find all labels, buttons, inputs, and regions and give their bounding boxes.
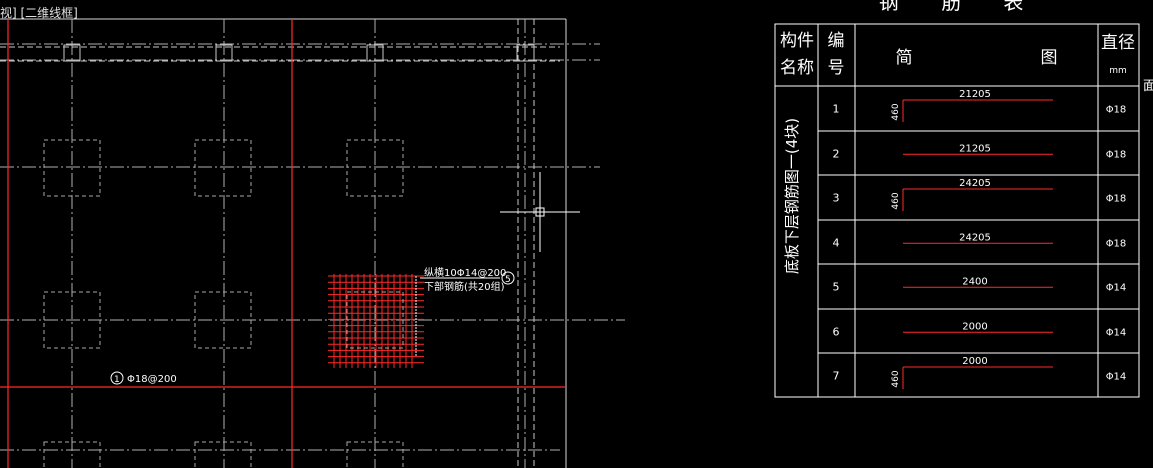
row-hook-length: 460 <box>891 370 901 387</box>
drawing-frame <box>0 18 567 468</box>
row-diameter: Φ18 <box>1106 104 1127 115</box>
rebar-marker-number: 5 <box>505 275 511 285</box>
bottom-rebar-marker-number: 1 <box>114 375 120 385</box>
grid-axis-lines <box>0 19 625 468</box>
header-component-name-2: 名称 <box>780 58 814 78</box>
row-hook-length: 460 <box>891 192 901 209</box>
row-length: 24205 <box>959 232 991 243</box>
beam-column-marks <box>63 44 535 62</box>
row-number: 5 <box>833 280 840 293</box>
row-length: 24205 <box>959 178 991 189</box>
row-number: 7 <box>833 369 840 382</box>
row-number: 4 <box>833 236 840 249</box>
header-component-name-1: 构件 <box>780 31 814 51</box>
row-number: 3 <box>833 191 840 204</box>
row-number: 2 <box>833 147 840 160</box>
red-axis-lines <box>0 19 566 468</box>
header-sketch-right: 图 <box>1041 48 1058 68</box>
bottom-rebar-label[interactable]: Φ18@200 <box>127 374 177 385</box>
row-number: 1 <box>833 102 840 115</box>
table-grid <box>774 23 1140 398</box>
edge-fragment-text: 面 <box>1143 79 1153 94</box>
row-diameter: Φ14 <box>1106 282 1127 293</box>
column-footings <box>43 139 404 468</box>
row-number: 6 <box>833 325 840 338</box>
rebar-table[interactable]: 钢 筋 表 构件 名称 编 号 简 图 直径 mm 底板下层钢筋图一(4块) 1… <box>774 0 1140 398</box>
row-diameter: Φ18 <box>1106 193 1127 204</box>
row-length: 21205 <box>959 89 991 100</box>
rebar-marker-circle <box>501 271 515 285</box>
header-diameter: 直径 <box>1101 33 1135 53</box>
header-diameter-unit: mm <box>1109 66 1127 76</box>
header-sketch-left: 简 <box>896 48 913 68</box>
mesh-leader <box>415 276 500 357</box>
row-hook-length: 460 <box>891 103 901 120</box>
header-number-2: 号 <box>828 58 845 78</box>
row-length: 2000 <box>962 321 987 332</box>
row-diameter: Φ14 <box>1106 327 1127 338</box>
row-length: 2000 <box>962 356 987 367</box>
row-diameter: Φ18 <box>1106 238 1127 249</box>
header-number-1: 编 <box>828 31 845 51</box>
bottom-rebar-marker-circle <box>110 371 124 385</box>
row-diameter: Φ14 <box>1106 371 1127 382</box>
component-label: 底板下层钢筋图一(4块) <box>783 118 801 274</box>
row-length: 2400 <box>962 276 987 287</box>
rebar-mesh[interactable] <box>328 274 424 368</box>
selected-footing <box>346 291 404 349</box>
row-diameter: Φ18 <box>1106 149 1127 160</box>
table-title: 钢 筋 表 <box>879 0 1042 14</box>
row-length: 21205 <box>959 143 991 154</box>
crosshair-cursor-icon <box>500 172 580 252</box>
rebar-note-line1[interactable]: 纵横10Φ14@200 <box>424 266 506 279</box>
wall-lines <box>0 19 560 468</box>
viewport-label[interactable]: 视] [二维线框] <box>0 6 78 20</box>
rebar-note-line2[interactable]: 下部钢筋(共20组) <box>424 280 505 293</box>
